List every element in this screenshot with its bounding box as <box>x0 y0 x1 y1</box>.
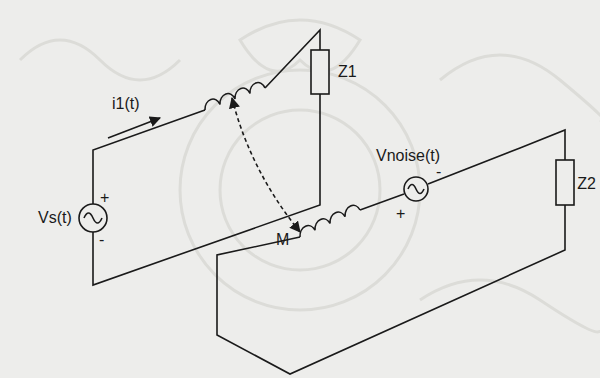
source-sine <box>408 185 424 194</box>
circuit-wires <box>79 30 574 374</box>
secondary-wire <box>217 205 565 374</box>
impedance-label: Z2 <box>577 176 596 192</box>
voltage-source-vs <box>79 204 107 232</box>
coupled-coil <box>205 83 265 110</box>
polarity-sign: - <box>436 164 441 180</box>
polarity-sign: + <box>396 206 405 222</box>
source-sine <box>84 213 102 223</box>
polarity-sign: - <box>99 232 104 248</box>
primary-wire <box>93 110 205 204</box>
coupling-arrow <box>232 98 300 232</box>
coupled-coil <box>300 205 360 237</box>
watermark <box>20 20 600 332</box>
secondary-wire <box>428 130 565 184</box>
voltage-source-noise <box>404 177 428 201</box>
current-label: i1(t) <box>112 96 140 112</box>
mutual-inductance-label: M <box>276 232 289 248</box>
impedance-z1 <box>311 50 329 94</box>
source-label: Vnoise(t) <box>376 148 440 164</box>
polarity-sign: + <box>100 190 109 206</box>
impedance-label: Z1 <box>338 64 357 80</box>
primary-wire <box>93 94 320 285</box>
impedance-z2 <box>556 160 574 205</box>
source-label: Vs(t) <box>38 210 72 226</box>
current-arrow <box>108 118 160 138</box>
